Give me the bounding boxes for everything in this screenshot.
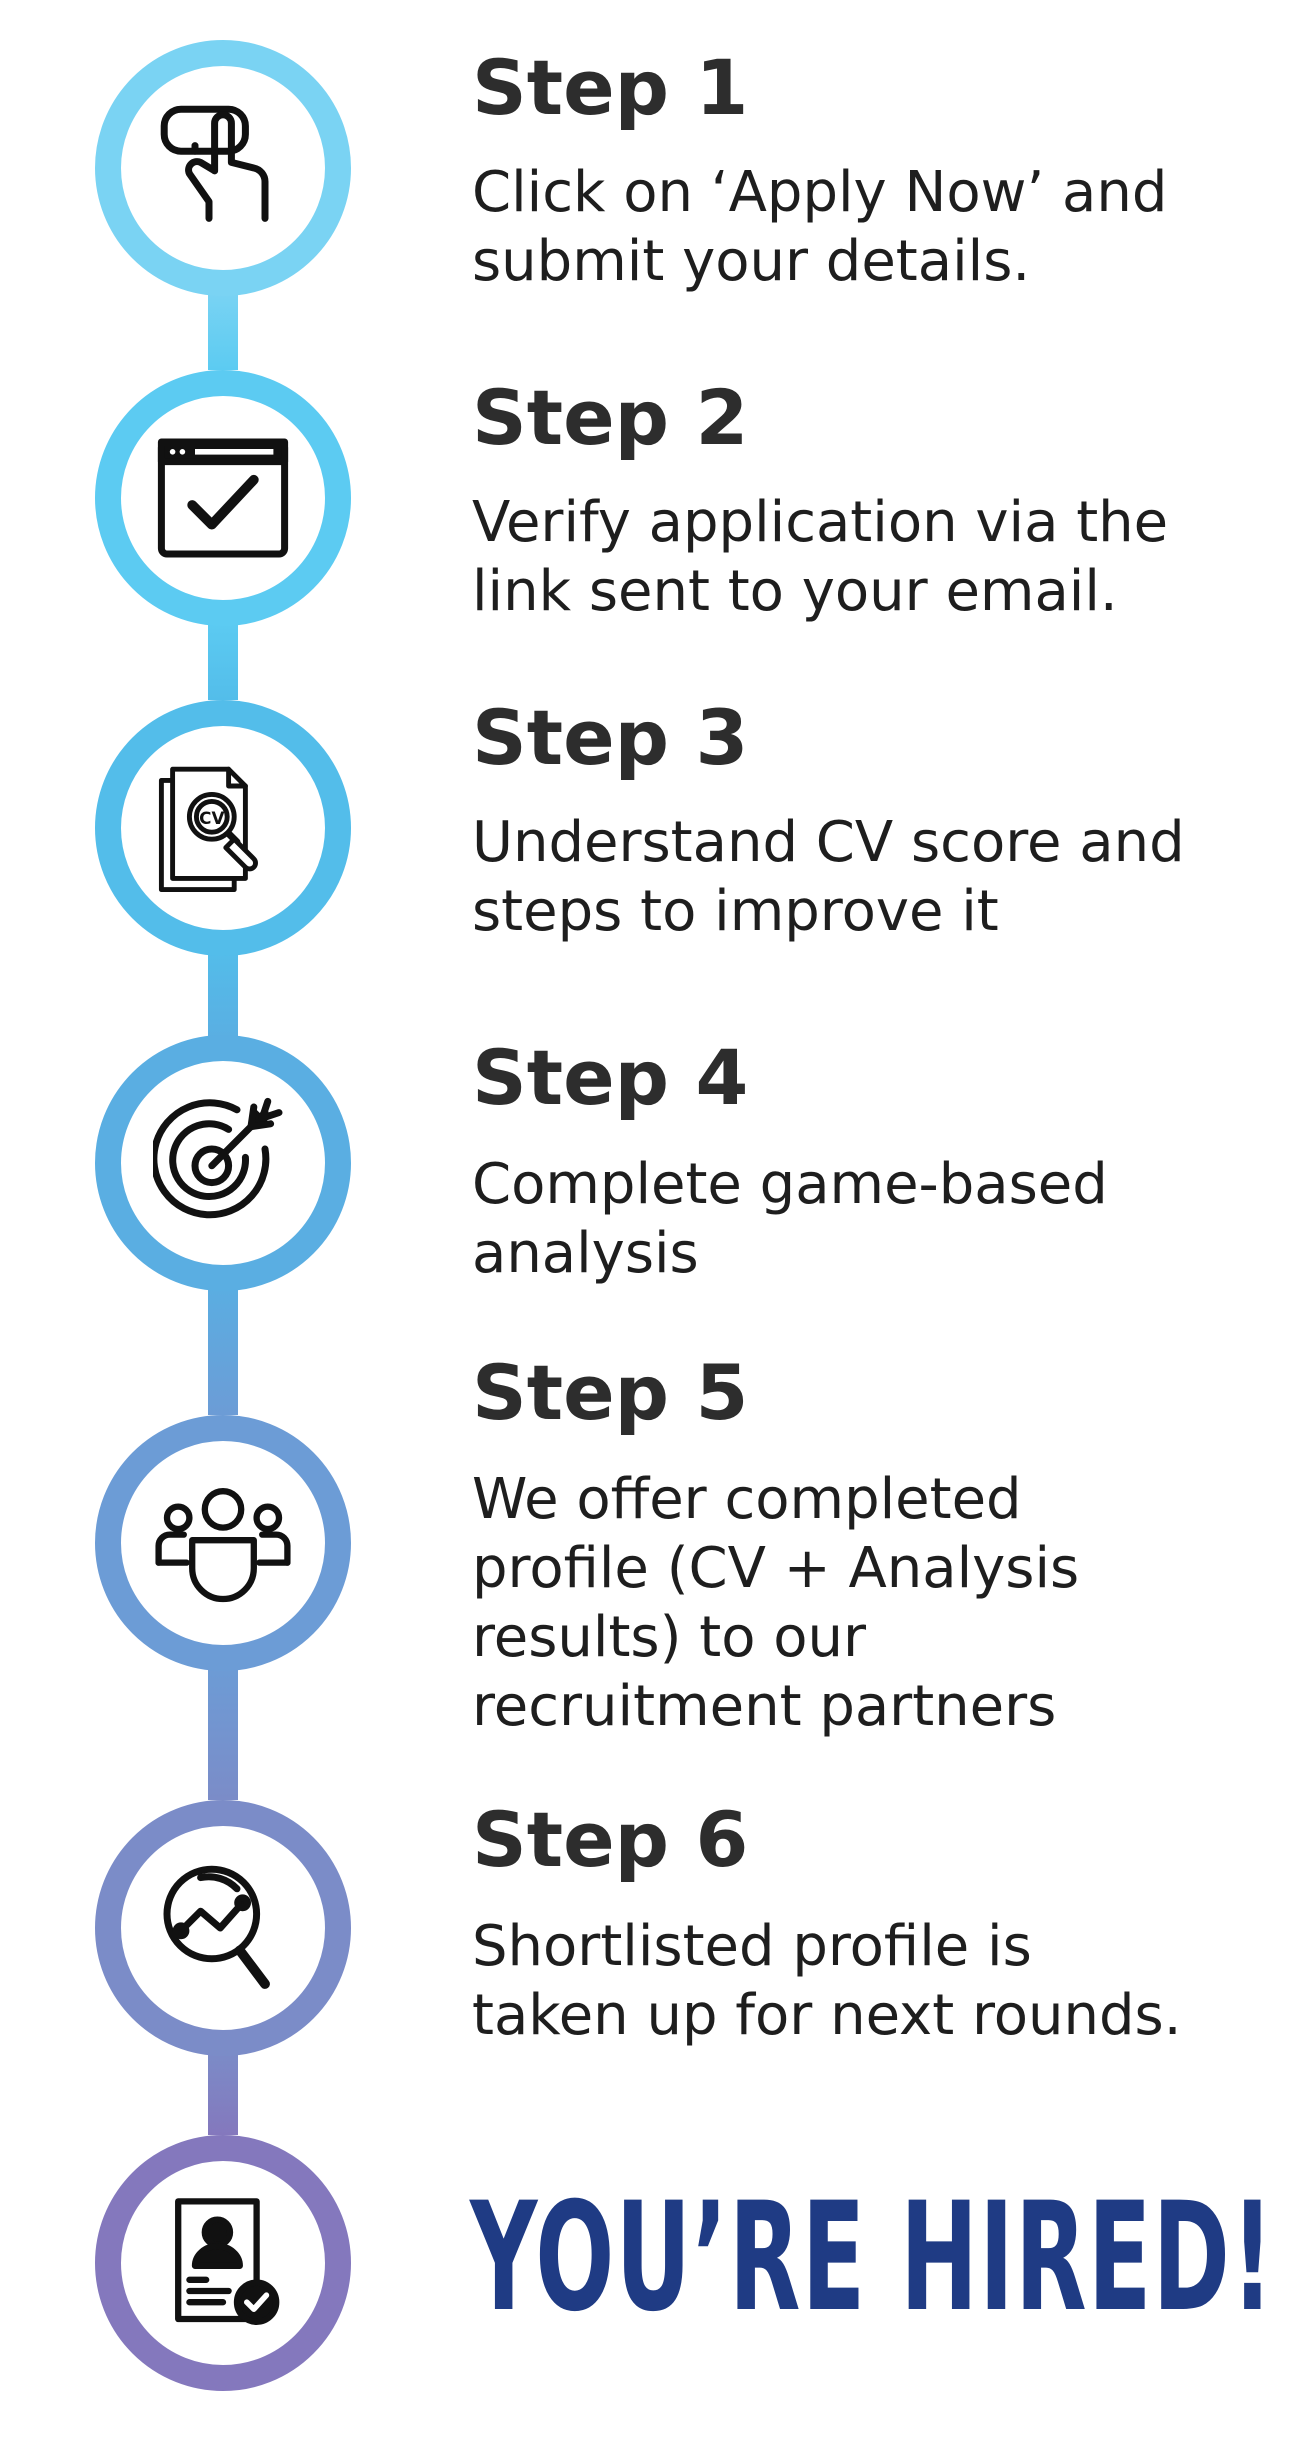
connector-3-4 — [208, 950, 238, 1040]
cv-search-icon: CV — [158, 766, 258, 893]
profile-approved-icon — [175, 2198, 280, 2325]
step-2-ring — [95, 370, 351, 626]
target-arrow-icon — [153, 1097, 283, 1219]
step-6-ring — [95, 1800, 351, 2056]
step-5-description: We offer completed profile (CV + Analysi… — [472, 1467, 1080, 1739]
step-4-description: Complete game-based analysis — [472, 1152, 1108, 1286]
final-ring — [95, 2135, 351, 2391]
step-2-description: Verify application via the link sent to … — [472, 490, 1169, 624]
browser-checkbox-icon — [157, 438, 289, 558]
step-3-title: Step 3 — [472, 693, 749, 782]
connector-4-5 — [208, 1285, 238, 1415]
step-4-title: Step 4 — [472, 1033, 749, 1122]
connector-6-7 — [208, 2050, 238, 2135]
step-3-description: Understand CV score and steps to improve… — [472, 810, 1185, 944]
step-1-description: Click on ‘Apply Now’ and submit your det… — [472, 160, 1168, 294]
team-group-icon — [155, 1488, 291, 1603]
tap-hand-icon — [160, 105, 269, 222]
connector-1-2 — [208, 290, 238, 370]
step-5-title: Step 5 — [472, 1348, 749, 1437]
connector-5-6 — [208, 1665, 238, 1800]
step-1-ring — [95, 40, 351, 296]
step-1-title: Step 1 — [472, 43, 749, 132]
step-3-ring: CV — [95, 700, 351, 956]
step-6-title: Step 6 — [472, 1795, 749, 1884]
step-2-title: Step 2 — [472, 373, 749, 462]
step-5-ring — [95, 1415, 351, 1671]
analytics-magnifier-icon — [163, 1865, 270, 1989]
step-6-description: Shortlisted profile is taken up for next… — [472, 1914, 1182, 2048]
youre-hired-banner: YOU’RE HIRED! — [470, 2171, 1275, 2345]
connector-2-3 — [208, 620, 238, 700]
step-4-ring — [95, 1035, 351, 1291]
cv-label: CV — [199, 808, 224, 828]
